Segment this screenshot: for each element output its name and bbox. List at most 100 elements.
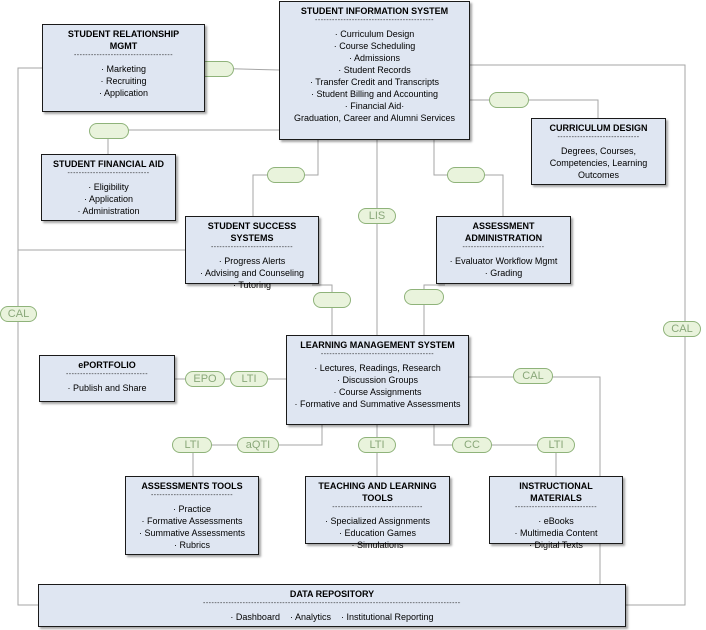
box-title-line2: MGMT [109, 41, 138, 51]
connector-pill-success-top [267, 167, 305, 183]
connector-pill-assessadmin-top [447, 167, 485, 183]
list-item: Graduation, Career and Alumni Services [293, 113, 456, 123]
list-item: · Marketing [100, 64, 146, 74]
list-item: · Digital Texts [529, 540, 583, 550]
divider: ----------------------------- [514, 505, 598, 511]
list-item: · Administration [77, 206, 140, 216]
list-item: · Student Records [338, 65, 411, 75]
connector-pill-lis: LIS [358, 208, 396, 224]
box-title: ePORTFOLIO [78, 360, 136, 370]
box-title: STUDENT RELATIONSHIP [67, 29, 180, 39]
student-financial-aid-box: STUDENT FINANCIAL AID ------------------… [41, 154, 176, 221]
connector-pill-lti-teach: LTI [358, 437, 396, 453]
connector-pill-lti-assess: LTI [172, 437, 212, 453]
student-information-system-box: STUDENT INFORMATION SYSTEM -------------… [279, 1, 470, 140]
list-item: · Financial Aid· [344, 101, 405, 111]
curriculum-design-box: CURRICULUM DESIGN ----------------------… [531, 118, 666, 185]
assessment-administration-box: ASSESSMENT ADMINISTRATION --------------… [436, 216, 571, 284]
list-item: · Transfer Credit and Transcripts [309, 77, 440, 87]
list-item: · Multimedia Content [514, 528, 598, 538]
divider: ----------------------------- [210, 245, 294, 251]
wire-lms-materials [433, 425, 557, 476]
list-item: · Formative Assessments [141, 516, 243, 526]
list-item: · Rubrics [173, 540, 210, 550]
divider: ----------------------------- [67, 171, 150, 177]
divider: ----------------------------- [150, 493, 234, 499]
connector-pill-cc: CC [452, 437, 492, 453]
wire-assessadmin-lms [423, 284, 445, 335]
box-title: LEARNING MANAGEMENT SYSTEM [300, 340, 455, 350]
list-item: · Specialized Assignments [324, 516, 431, 526]
connector-pill-cal-left: CAL [0, 306, 37, 322]
list-item: · Evaluator Workflow Mgmt [449, 256, 558, 266]
connector-pill-cal-right: CAL [663, 321, 701, 337]
student-success-systems-box: STUDENT SUCCESS SYSTEMS ----------------… [185, 216, 319, 290]
list-item: · Practice [172, 504, 211, 514]
box-title: DATA REPOSITORY [289, 589, 375, 599]
list-item: · Application [83, 194, 134, 204]
teaching-and-learning-tools-box: TEACHING AND LEARNING TOOLS ------------… [305, 476, 450, 550]
list-item: · Application [98, 88, 149, 98]
assessments-tools-box: ASSESSMENTS TOOLS ----------------------… [125, 476, 259, 555]
box-title: STUDENT INFORMATION SYSTEM [300, 6, 449, 16]
student-relationship-mgmt-box: STUDENT RELATIONSHIP MGMT --------------… [42, 24, 205, 112]
list-item: · Eligibility [88, 182, 129, 192]
list-item: · Tutoring [232, 280, 272, 290]
wire-cal-left [17, 67, 42, 606]
connector-pill-epo: EPO [185, 371, 225, 387]
list-item: Competencies, Learning [549, 158, 648, 168]
connector-pill-success-bottom [313, 292, 351, 308]
divider: ----------------------------------- [73, 53, 174, 59]
connector-pill-finaid [89, 123, 129, 139]
divider: ----------------------------- [557, 135, 640, 141]
list-item: · Recruiting [100, 76, 147, 86]
box-title: TEACHING AND LEARNING TOOLS [318, 481, 437, 503]
learning-management-system-box: LEARNING MANAGEMENT SYSTEM -------------… [286, 335, 469, 425]
divider: ----------------------------- [65, 372, 149, 378]
list-item: · Student Billing and Accounting [310, 89, 439, 99]
list-item: · Publish and Share [67, 383, 147, 393]
list-item: · eBooks [538, 516, 574, 526]
divider: ----------------------------- [462, 245, 545, 251]
eportfolio-box: ePORTFOLIO -----------------------------… [39, 355, 175, 402]
list-item: · Discussion Groups [336, 375, 419, 385]
connector-pill-lti-mat: LTI [537, 437, 575, 453]
list-item: · Analytics [289, 612, 331, 622]
list-item: · Institutional Reporting [341, 612, 434, 622]
list-item: · Grading [484, 268, 523, 278]
list-item: · Admissions [348, 53, 401, 63]
connector-pill-aqti: aQTI [237, 437, 279, 453]
list-item: Degrees, Courses, [560, 146, 637, 156]
box-title: INSTRUCTIONAL MATERIALS [519, 481, 593, 503]
list-item: · Lectures, Readings, Research [314, 363, 441, 373]
divider: -------------------------------- [332, 505, 423, 511]
list-item: · Course Assignments [333, 387, 422, 397]
divider: ----------------------------------------… [315, 18, 434, 24]
list-item: · Dashboard [230, 612, 280, 622]
list-item: · Curriculum Design [334, 29, 415, 39]
instructional-materials-box: INSTRUCTIONAL MATERIALS ----------------… [489, 476, 623, 550]
list-item: · Education Games [338, 528, 417, 538]
box-title: STUDENT SUCCESS SYSTEMS [207, 221, 297, 243]
connector-pill-assessadmin-bottom [404, 289, 444, 305]
box-title: STUDENT FINANCIAL AID [53, 159, 164, 169]
box-title-line2: ADMINISTRATION [464, 233, 543, 243]
box-title: CURRICULUM DESIGN [549, 123, 648, 133]
divider: ----------------------------------------… [203, 601, 461, 607]
list-item: Outcomes [577, 170, 619, 180]
connector-pill-curriculum [489, 92, 529, 108]
wire-sis-finaid [107, 129, 279, 154]
list-item: · Course Scheduling [333, 41, 416, 51]
list-item: · Simulations [351, 540, 404, 550]
list-item-row: · Dashboard · Analytics · Institutional … [43, 611, 621, 623]
connector-pill-cal-lms: CAL [513, 368, 553, 384]
box-title: ASSESSMENT [472, 221, 535, 231]
list-item: · Progress Alerts [218, 256, 286, 266]
list-item: · Summative Assessments [138, 528, 246, 538]
data-repository-box: DATA REPOSITORY ------------------------… [38, 584, 626, 627]
wire-success-lms [312, 284, 333, 335]
list-item: · Formative and Summative Assessments [294, 399, 461, 409]
box-title: ASSESSMENTS TOOLS [141, 481, 243, 491]
connector-pill-lti-eport: LTI [230, 371, 268, 387]
list-item: · Advising and Counseling [199, 268, 305, 278]
